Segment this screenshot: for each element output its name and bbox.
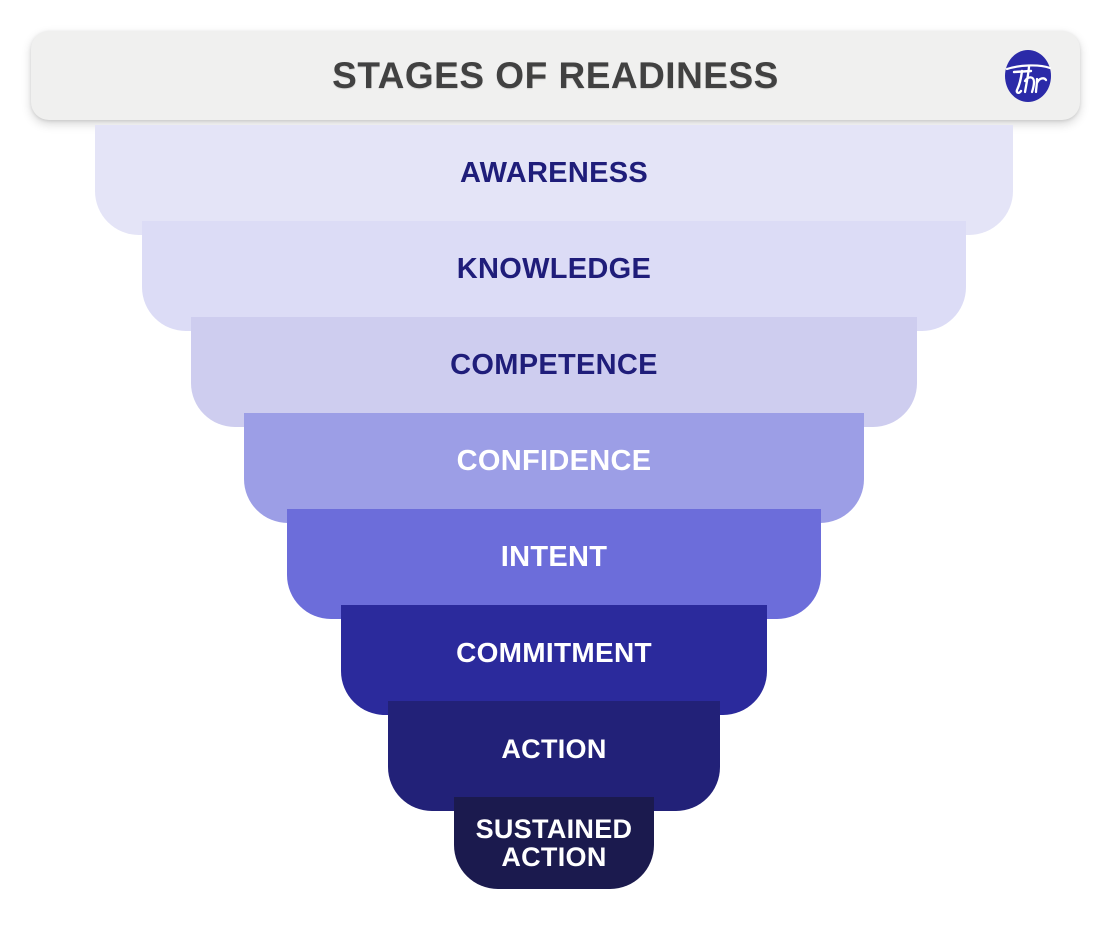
funnel-stage-label: INTENT [500, 540, 608, 573]
funnel-stage-label: SUSTAINED ACTION [475, 813, 633, 872]
funnel-stage-awareness[interactable]: AWARENESS [95, 125, 1013, 235]
funnel-stage-sustained-action[interactable]: SUSTAINED ACTION [453, 797, 655, 889]
funnel-stage-confidence[interactable]: CONFIDENCE [243, 413, 865, 523]
funnel-stage-intent[interactable]: INTENT [286, 509, 822, 619]
funnel-stage-label: COMPETENCE [450, 348, 658, 381]
funnel-stage-label: ACTION [501, 733, 607, 764]
readiness-funnel: AWARENESS KNOWLEDGE COMPETENCE CONFIDENCE IN… [0, 120, 1103, 910]
funnel-stage-knowledge[interactable]: KNOWLEDGE [142, 221, 966, 331]
funnel-stage-label: COMMITMENT [456, 637, 652, 669]
funnel-stage-label: KNOWLEDGE [456, 252, 652, 285]
funnel-stage-commitment[interactable]: COMMITMENT [340, 605, 768, 715]
page-title: STAGES OF READINESS [332, 54, 779, 96]
funnel-stage-competence[interactable]: COMPETENCE [190, 317, 918, 427]
header-card: STAGES OF READINESS [31, 31, 1080, 120]
funnel-stage-label: AWARENESS [459, 156, 648, 189]
funnel-stage-label: CONFIDENCE [456, 444, 652, 477]
thr-brand-logo-icon [1001, 47, 1055, 105]
funnel-stage-action[interactable]: ACTION [388, 701, 720, 811]
